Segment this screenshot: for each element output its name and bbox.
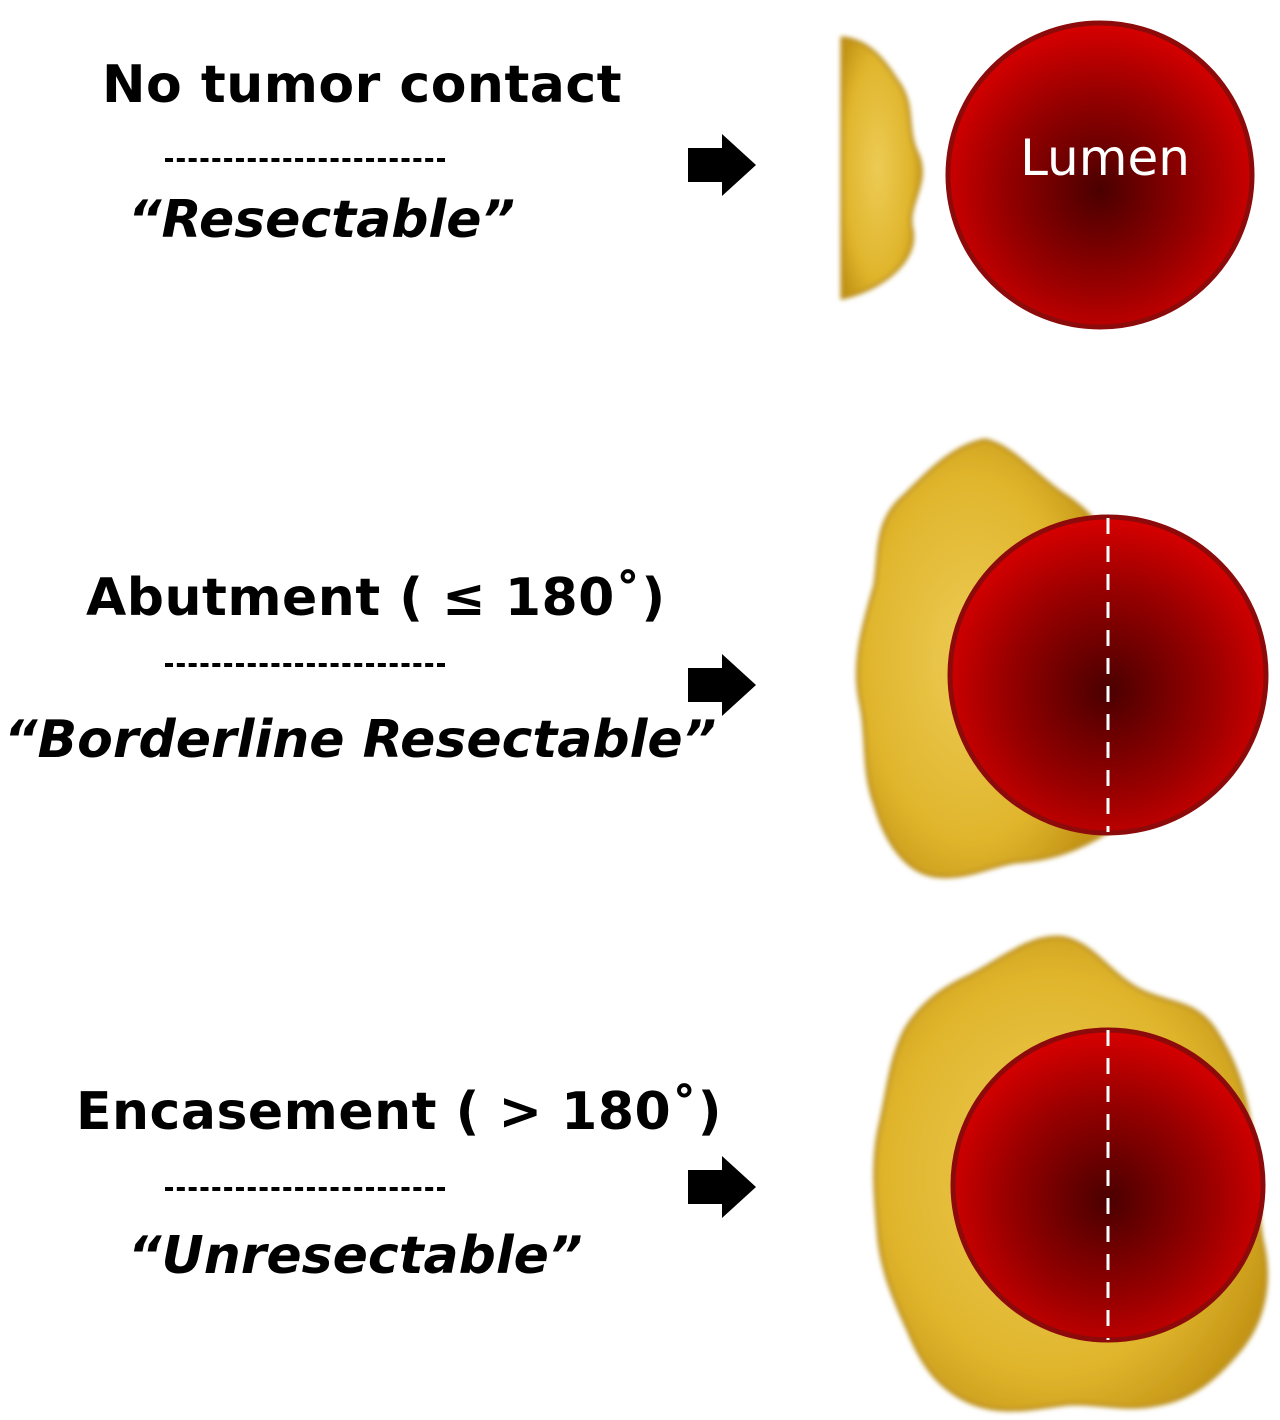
row3-divider [165, 1187, 445, 1191]
row1-arrow-icon [688, 134, 756, 196]
row2-illustration [688, 440, 1266, 877]
lumen-label: Lumen [1020, 129, 1190, 187]
row3-criterion: Encasement ( > 180˚) [76, 1082, 722, 1142]
row1-resectability: “Resectable” [128, 190, 515, 250]
row2-divider [165, 663, 445, 667]
row3-resectability: “Unresectable” [128, 1226, 582, 1286]
row2-resectability: “Borderline Resectable” [4, 710, 716, 770]
row2-arrow-icon [688, 654, 756, 716]
row2-criterion: Abutment ( ≤ 180˚) [86, 568, 666, 628]
row1-criterion: No tumor contact [102, 55, 622, 115]
row1-tumor [842, 38, 921, 298]
row1-divider [165, 158, 445, 162]
row3-illustration [688, 937, 1266, 1410]
row1-illustration: Lumen [688, 23, 1252, 327]
row3-arrow-icon [688, 1156, 756, 1218]
